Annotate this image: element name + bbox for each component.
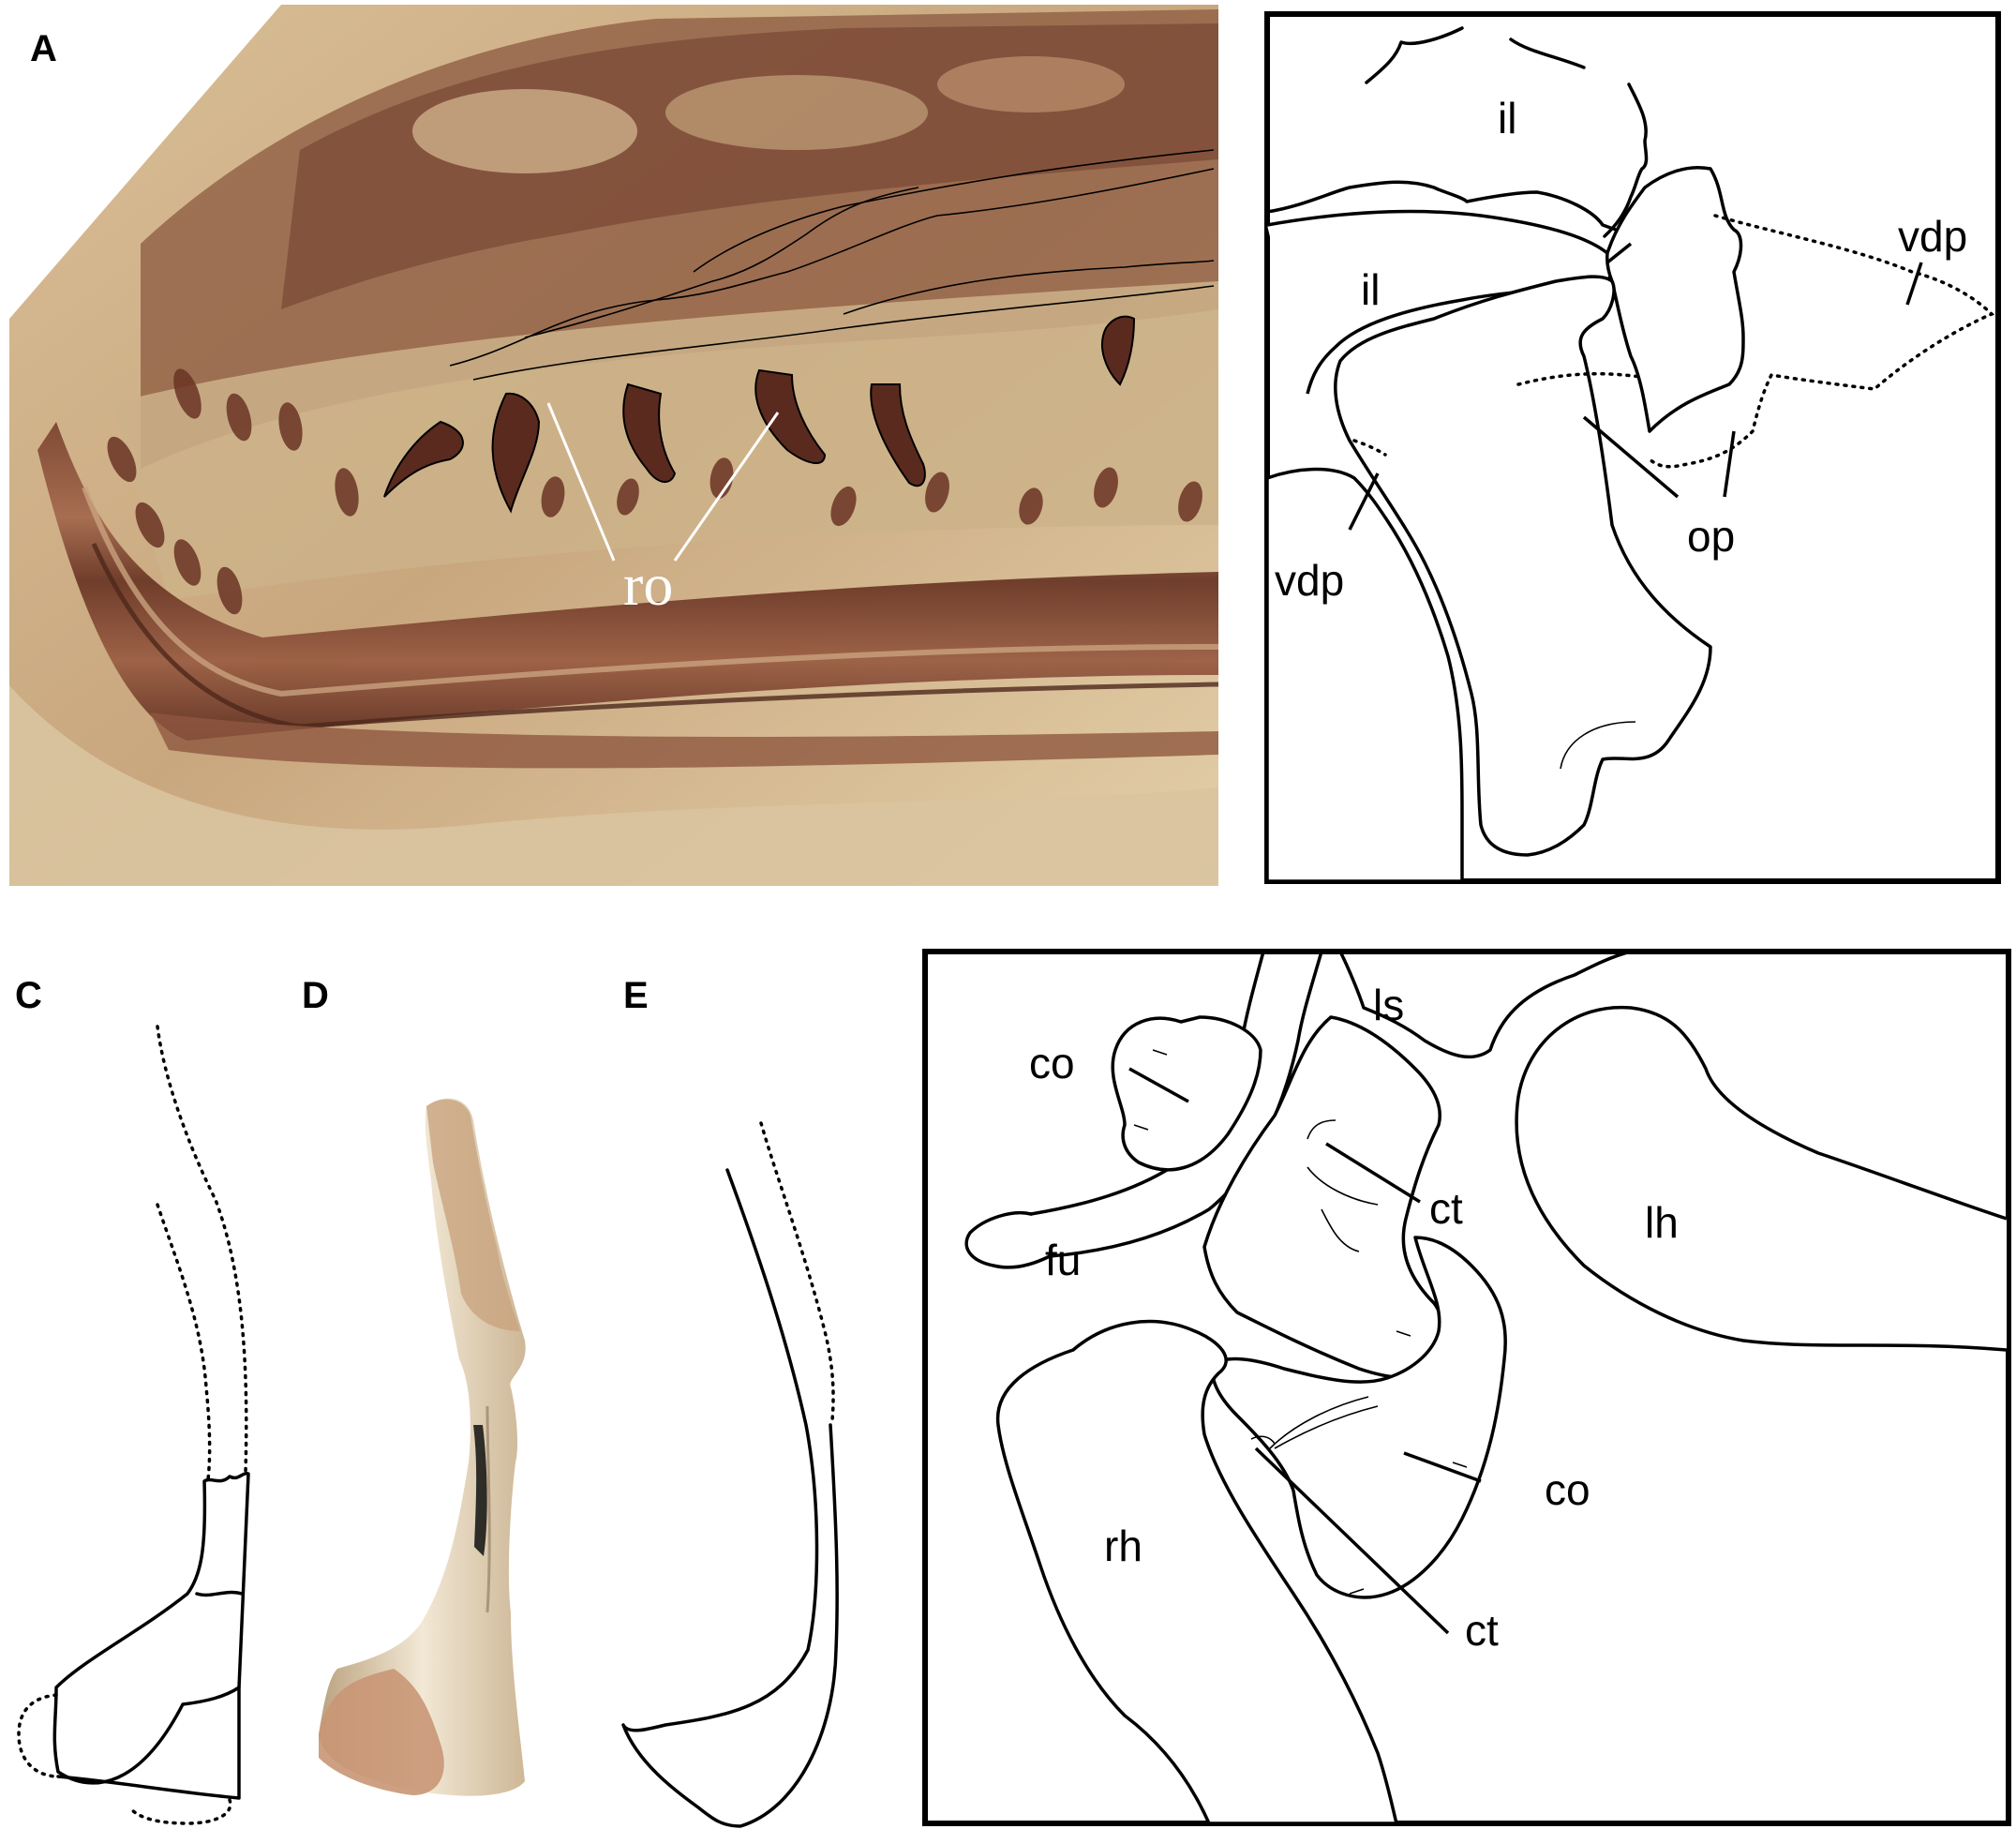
label-ls: ls (1373, 981, 1404, 1029)
label-il-lower: il (1361, 265, 1380, 314)
label-il-upper: il (1498, 94, 1516, 142)
panel-letter-d: D (302, 975, 329, 1016)
panel-b: il il vdp vdp op (1264, 11, 2001, 884)
label-ct-upper: ct (1429, 1184, 1463, 1233)
panel-a-uncinate-processes (383, 315, 1136, 514)
label-fu: fu (1045, 1236, 1081, 1284)
label-op: op (1687, 512, 1735, 561)
label-rh: rh (1104, 1522, 1142, 1570)
label-lh: lh (1645, 1198, 1679, 1247)
panel-f: co ls ct lh fu co rh ct (922, 949, 2011, 1826)
label-ct-lower: ct (1465, 1606, 1499, 1655)
panel-letter-e: E (623, 975, 649, 1016)
panel-letter-a: A (30, 28, 57, 69)
label-co-upper: co (1029, 1039, 1075, 1087)
panel-d-photo (319, 1098, 526, 1796)
panel-a-interpretive-lines (449, 149, 1215, 381)
label-co-lower: co (1545, 1465, 1590, 1514)
label-vdp-right: vdp (1898, 212, 1967, 261)
label-vdp-left: vdp (1275, 556, 1344, 605)
label-ro: ro (623, 551, 673, 618)
panel-letter-c: C (15, 975, 42, 1016)
panel-c (17, 1025, 250, 1825)
panel-e (621, 1121, 839, 1828)
panel-a-photo: ro (9, 5, 1218, 886)
